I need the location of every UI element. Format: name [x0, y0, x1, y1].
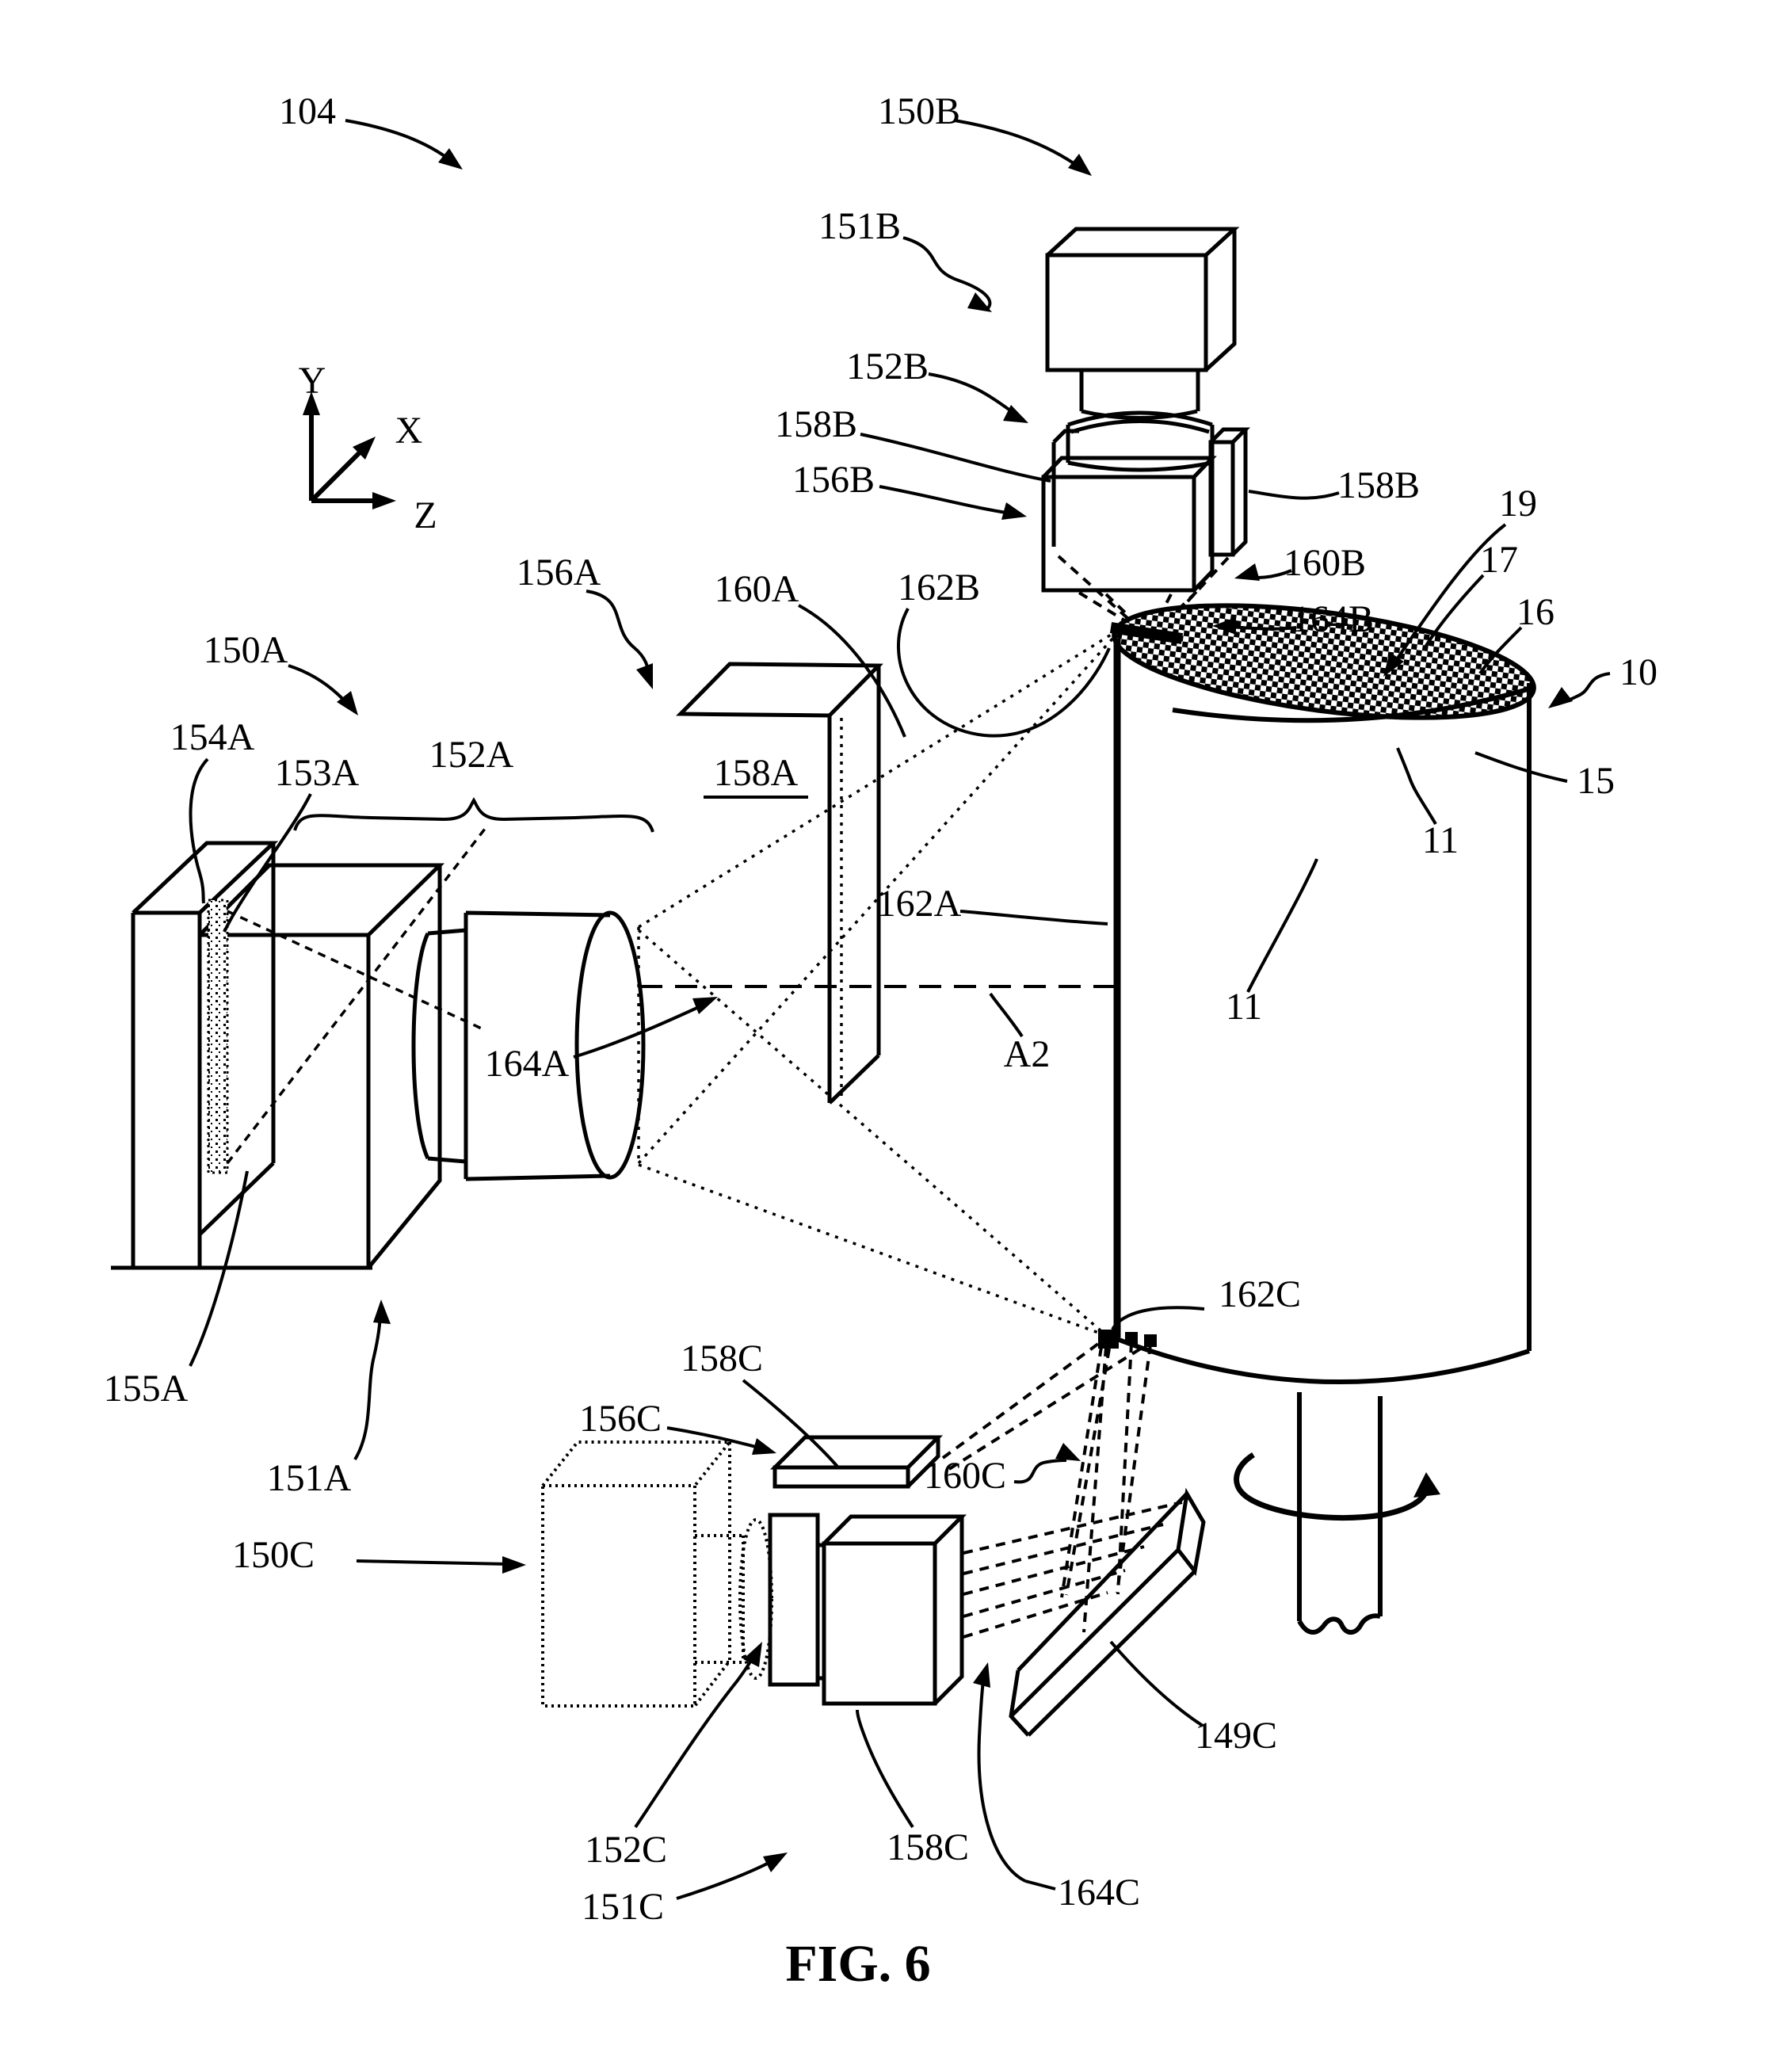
- ref-label-152B: 152B: [846, 345, 929, 387]
- mirror-149C: [1009, 1487, 1206, 1737]
- cylinder-outline: [1116, 683, 1532, 1635]
- ref-label-154A: 154A: [170, 716, 255, 758]
- ref-label-156A: 156A: [517, 551, 601, 593]
- battery-cell-cylinder: [1098, 603, 1536, 1635]
- ref-label-16: 16: [1516, 591, 1554, 633]
- image-sensor-153A: [207, 899, 229, 1174]
- adhesive-top-surface: [1112, 603, 1536, 720]
- ref-label-160A: 160A: [715, 568, 799, 610]
- ref-label-155A: 155A: [104, 1368, 189, 1410]
- ref-label-10: 10: [1619, 651, 1657, 693]
- ref-label-164B: 164B: [1291, 598, 1374, 640]
- ref-label-151A: 151A: [267, 1457, 352, 1499]
- ref-label-151B: 151B: [818, 205, 901, 247]
- camera-assembly-A: [111, 632, 1116, 1336]
- ref-label-A2: A2: [1004, 1033, 1051, 1075]
- ref-label-15: 15: [1577, 760, 1615, 802]
- ref-label-150B: 150B: [878, 90, 960, 132]
- ref-label-153A: 153A: [275, 752, 360, 794]
- ref-label-156B: 156B: [792, 459, 875, 501]
- axes-arrowheads-icon: [303, 391, 396, 509]
- imaging-rays-C: [941, 1342, 1183, 1639]
- lens-front-element: [574, 910, 646, 1180]
- rotation-arrow: [1234, 1452, 1430, 1521]
- ref-label-164A: 164A: [485, 1043, 570, 1085]
- rotation-arrowhead-icon: [1413, 1472, 1440, 1498]
- ref-label-162B: 162B: [898, 567, 980, 609]
- plate-158A-outline: [676, 662, 883, 1105]
- coordinate-axes: Y X Z: [299, 360, 437, 536]
- ref-label-160B: 160B: [1284, 542, 1366, 584]
- leader-lines: [189, 119, 1611, 1900]
- brace-152A: [293, 797, 654, 833]
- internal-imaging-rays-A: [226, 827, 486, 1165]
- ref-label-156C: 156C: [579, 1398, 662, 1440]
- ref-label-158B-left: 158B: [775, 403, 857, 445]
- axis-label-y: Y: [299, 360, 326, 402]
- ref-label-158B-right: 158B: [1337, 464, 1420, 506]
- ref-label-11-mid: 11: [1226, 986, 1262, 1028]
- camera-C-barrel-and-plates: [768, 1435, 967, 1706]
- ref-label-164C: 164C: [1058, 1872, 1140, 1914]
- ref-label-19: 19: [1499, 483, 1537, 525]
- camera-A-body-and-bracket: [111, 841, 611, 1270]
- camera-assembly-C: [541, 1435, 967, 1708]
- ref-label-149C: 149C: [1195, 1715, 1277, 1757]
- ref-label-150A: 150A: [204, 629, 288, 671]
- axis-label-x: X: [395, 410, 423, 452]
- ref-label-162A: 162A: [877, 883, 962, 925]
- figure-caption: FIG. 6: [785, 1935, 930, 1993]
- axis-label-z: Z: [414, 494, 437, 536]
- ref-label-151C: 151C: [582, 1886, 664, 1928]
- plate-158A: [676, 662, 883, 1105]
- ref-label-152C: 152C: [585, 1829, 667, 1871]
- laser-spots-162C-mark: [1098, 1330, 1157, 1349]
- imaging-rays-A: [637, 632, 1116, 1336]
- ref-label-104: 104: [279, 90, 336, 132]
- camera-B-body-and-optics: [1041, 227, 1251, 593]
- ref-label-158C-top: 158C: [681, 1337, 763, 1379]
- axes-lines: [309, 406, 379, 503]
- ref-label-11-upper: 11: [1422, 819, 1459, 861]
- ref-label-150C: 150C: [232, 1534, 315, 1576]
- ref-label-160C: 160C: [924, 1455, 1006, 1497]
- ref-label-158A: 158A: [714, 752, 799, 794]
- mirror-outline: [1009, 1487, 1206, 1737]
- ref-label-162C: 162C: [1219, 1273, 1301, 1315]
- ref-label-17: 17: [1480, 539, 1518, 581]
- camera-assembly-B: [1041, 227, 1251, 636]
- laser-line-162B-mark: [1109, 622, 1184, 644]
- ref-label-158C-bottom: 158C: [887, 1826, 969, 1868]
- ref-label-152A: 152A: [429, 734, 514, 776]
- reference-labels: 104 150B 151B 152B 158B 156B 158B 19 17 …: [104, 90, 1657, 1928]
